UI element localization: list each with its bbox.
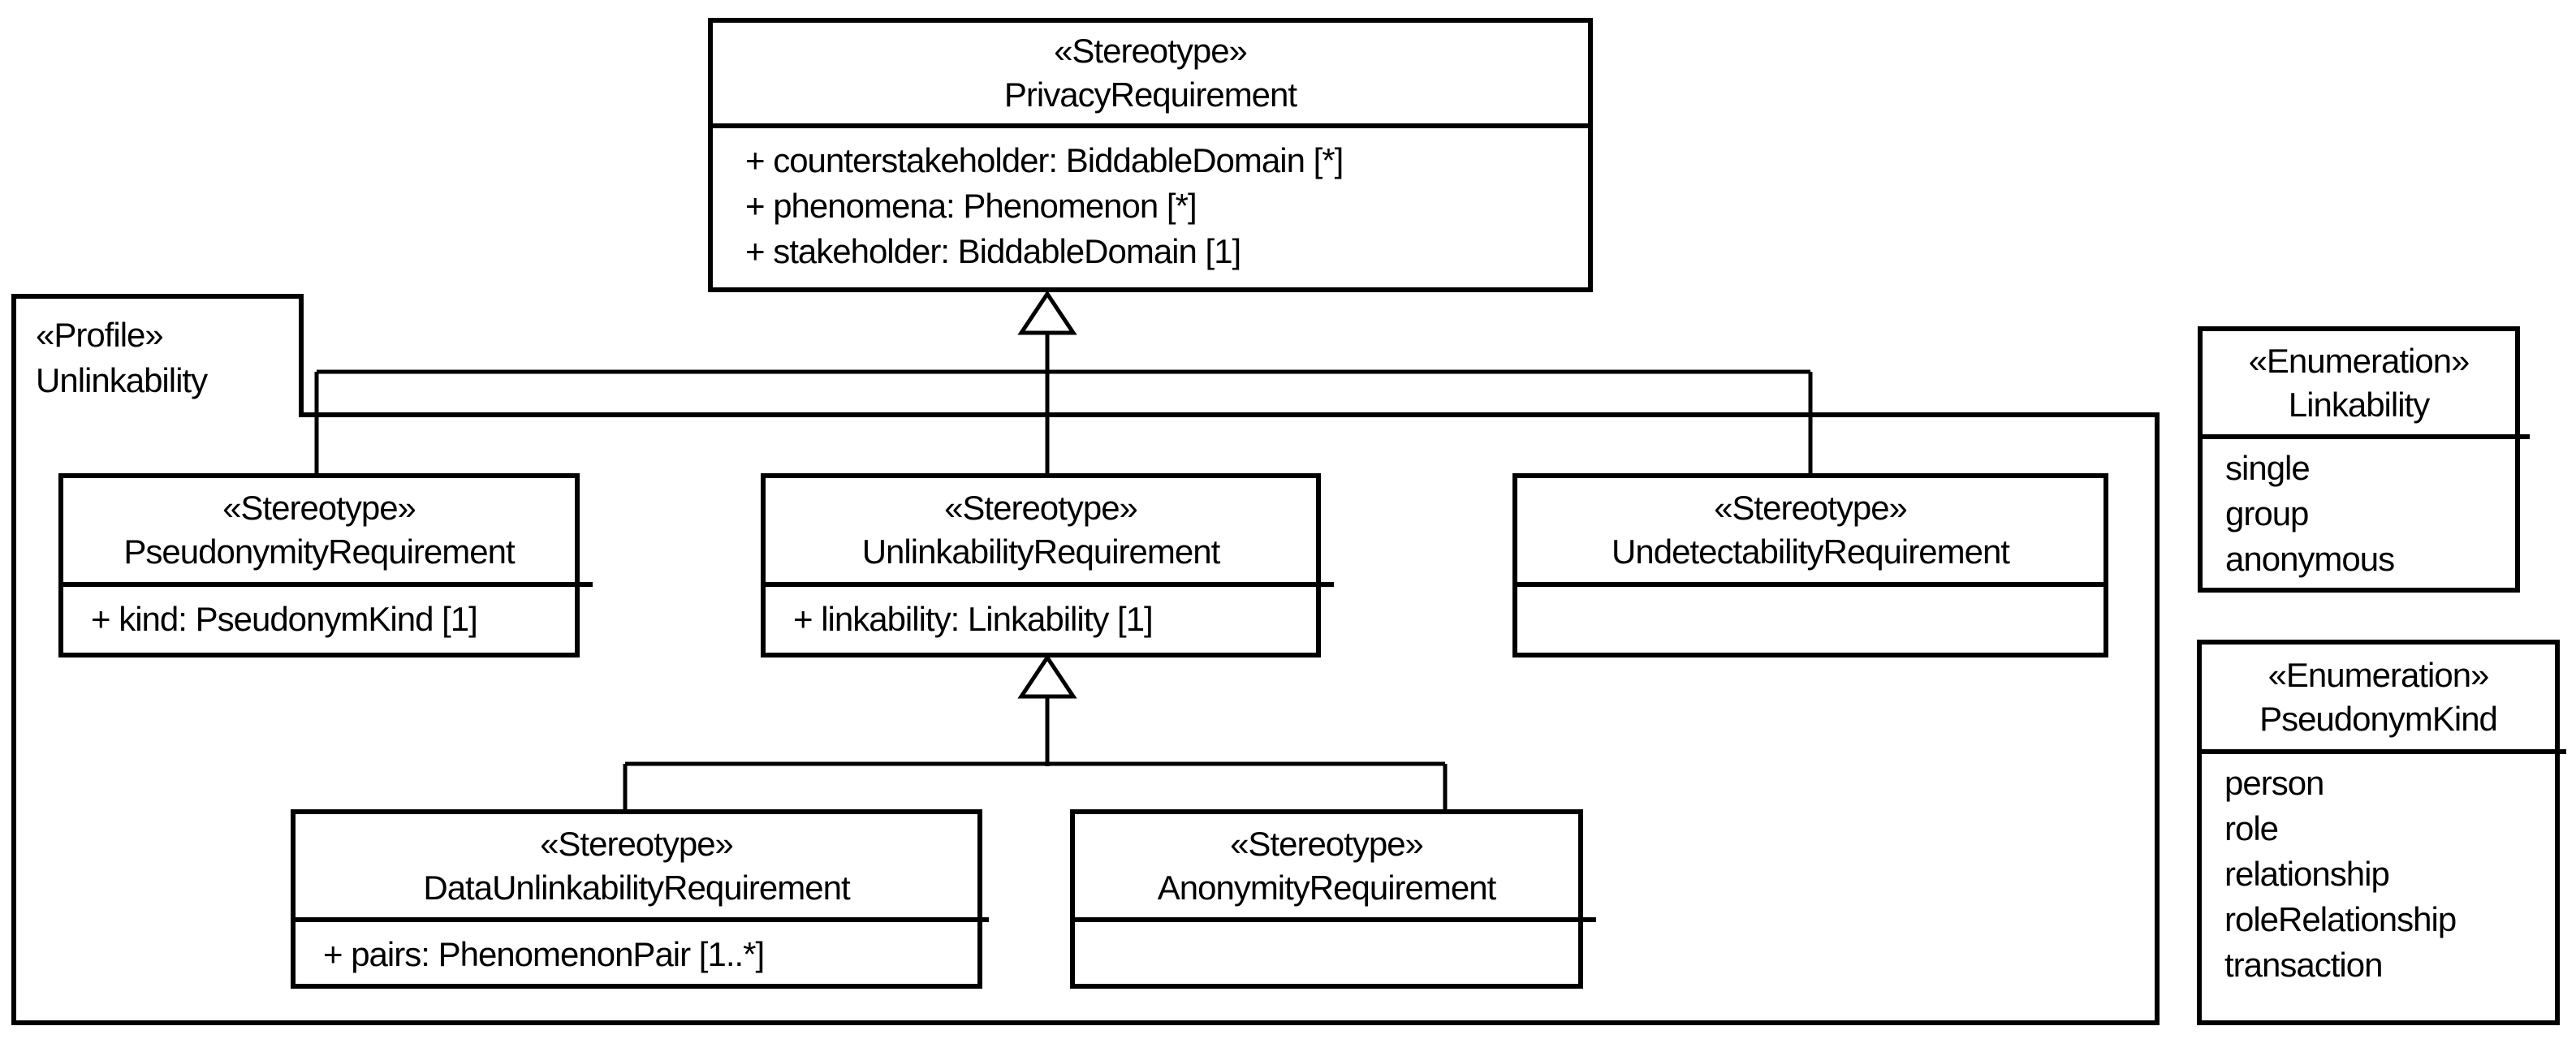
compartment-separator [2198, 434, 2530, 439]
enum-literal: person [2224, 764, 2324, 802]
compartment-separator [1512, 582, 2108, 587]
class-name-compartment: «Stereotype» UndetectabilityRequirement [1517, 478, 2104, 582]
class-privacy-requirement: «Stereotype» PrivacyRequirement + counte… [708, 18, 1593, 292]
compartment-separator [291, 917, 989, 922]
attribute: + phenomena: Phenomenon [*] [745, 187, 1197, 225]
compartment-separator [708, 123, 1593, 128]
class-data-unlinkability-requirement: «Stereotype» DataUnlinkabilityRequiremen… [291, 809, 989, 989]
stereotype-keyword: «Stereotype» [1054, 32, 1248, 70]
generalization-arrowhead-icon [1017, 290, 1077, 335]
enumeration-linkability: «Enumeration» Linkability single group a… [2198, 326, 2530, 593]
stereotype-keyword: «Stereotype» [944, 489, 1138, 527]
attribute-compartment: + counterstakeholder: BiddableDomain [*]… [745, 128, 1585, 274]
class-name: UnlinkabilityRequirement [861, 532, 1221, 571]
attribute-compartment: + pairs: PhenomenonPair [1..*] [323, 922, 974, 977]
class-name: UndetectabilityRequirement [1612, 532, 2010, 571]
attribute: + counterstakeholder: BiddableDomain [*] [745, 141, 1344, 179]
generalization-arrowhead-icon [1017, 653, 1077, 699]
enum-literal: role [2224, 809, 2279, 847]
enum-literal: relationship [2224, 855, 2390, 893]
class-name-compartment: «Stereotype» PseudonymityRequirement [63, 478, 575, 582]
attribute: + pairs: PhenomenonPair [1..*] [323, 935, 765, 973]
class-name-compartment: «Stereotype» UnlinkabilityRequirement [766, 478, 1316, 582]
class-name: PseudonymityRequirement [123, 532, 515, 571]
class-name: AnonymityRequirement [1157, 868, 1497, 907]
attribute-compartment [1102, 922, 1575, 932]
enum-name-compartment: «Enumeration» PseudonymKind [2202, 645, 2555, 749]
enum-name: PseudonymKind [2259, 699, 2498, 738]
profile-name: Unlinkability [36, 361, 208, 399]
class-unlinkability-requirement: «Stereotype» UnlinkabilityRequirement + … [761, 473, 1334, 658]
stereotype-keyword: «Enumeration» [2248, 341, 2470, 380]
compartment-separator [761, 582, 1334, 587]
stereotype-keyword: «Stereotype» [1230, 824, 1424, 863]
enum-name-compartment: «Enumeration» Linkability [2203, 331, 2515, 434]
stereotype-keyword: «Stereotype» [1714, 489, 1908, 527]
attribute-compartment: + linkability: Linkability [1] [793, 587, 1313, 642]
enum-literal: anonymous [2225, 540, 2395, 578]
enumeration-pseudonym-kind: «Enumeration» PseudonymKind person role … [2197, 640, 2566, 1025]
stereotype-keyword: «Stereotype» [222, 489, 416, 527]
compartment-separator [58, 582, 593, 587]
enum-literal: group [2225, 494, 2309, 532]
literal-compartment: person role relationship roleRelationshi… [2224, 754, 2552, 988]
class-name: DataUnlinkabilityRequirement [423, 868, 850, 907]
class-anonymity-requirement: «Stereotype» AnonymityRequirement [1070, 809, 1596, 989]
attribute: + stakeholder: BiddableDomain [1] [745, 232, 1241, 270]
class-name-compartment: «Stereotype» PrivacyRequirement [713, 23, 1588, 123]
class-pseudonymity-requirement: «Stereotype» PseudonymityRequirement + k… [58, 473, 593, 658]
attribute: + kind: PseudonymKind [1] [91, 600, 478, 638]
class-name-compartment: «Stereotype» AnonymityRequirement [1075, 814, 1578, 917]
stereotype-keyword: «Profile» [36, 316, 164, 354]
enum-literal: roleRelationship [2224, 900, 2457, 938]
profile-tab: «Profile» Unlinkability [11, 294, 304, 417]
attribute: + linkability: Linkability [1] [793, 600, 1154, 638]
class-name-compartment: «Stereotype» DataUnlinkabilityRequiremen… [296, 814, 977, 917]
attribute-compartment [1545, 587, 2100, 597]
class-undetectability-requirement: «Stereotype» UndetectabilityRequirement [1512, 473, 2108, 658]
attribute-compartment: + kind: PseudonymKind [1] [91, 587, 572, 642]
compartment-separator [1070, 917, 1596, 922]
enum-literal: single [2225, 449, 2311, 487]
compartment-separator [2197, 749, 2566, 754]
stereotype-keyword: «Stereotype» [540, 824, 734, 863]
enum-name: Linkability [2288, 385, 2430, 424]
literal-compartment: single group anonymous [2225, 439, 2512, 582]
class-name: PrivacyRequirement [1003, 75, 1297, 114]
stereotype-keyword: «Enumeration» [2267, 655, 2490, 694]
profile-frame [11, 412, 2160, 1025]
enum-literal: transaction [2224, 946, 2383, 984]
